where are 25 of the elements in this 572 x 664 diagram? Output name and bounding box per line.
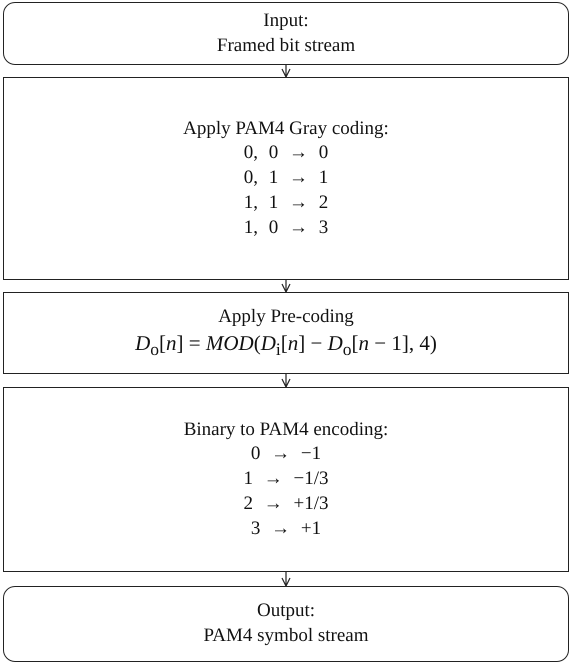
arrow bbox=[281, 374, 291, 388]
process-box bbox=[3, 77, 569, 280]
box-heading: Apply PAM4 Gray coding: bbox=[183, 116, 389, 141]
mapping-text: 3 → +1 bbox=[250, 516, 322, 541]
mapping-text: 1, 0 → 3 bbox=[244, 216, 328, 240]
box-heading: Output: bbox=[256, 599, 316, 624]
box-heading: Input: bbox=[263, 8, 309, 33]
process-box bbox=[3, 387, 569, 572]
mapping-text: 0, 0 → 0 bbox=[244, 141, 328, 166]
terminal-box bbox=[3, 586, 569, 662]
mapping-text: 0 → −1 bbox=[250, 442, 322, 466]
box-heading: Binary to PAM4 encoding: bbox=[184, 418, 388, 442]
mapping-text: 0, 1 → 1 bbox=[244, 166, 328, 190]
arrow bbox=[281, 572, 291, 587]
mapping-text: 1, 1 → 2 bbox=[244, 190, 328, 215]
mapping-text: 1 → −1/3 bbox=[244, 467, 328, 492]
arrow bbox=[281, 280, 291, 293]
box-heading: Apply Pre-coding bbox=[218, 305, 354, 330]
terminal-box bbox=[3, 2, 569, 65]
mapping-text: 2 → +1/3 bbox=[244, 492, 328, 516]
arrow bbox=[281, 65, 291, 78]
process-box bbox=[3, 292, 569, 374]
mapping-text: PAM4 symbol stream bbox=[203, 624, 369, 648]
formula-text: D$_{o}$[n] = MOD(D$_{i}$[n] − D$_{o}$[n − 1], 4) bbox=[135, 330, 437, 361]
mapping-text: Framed bit stream bbox=[216, 34, 356, 58]
